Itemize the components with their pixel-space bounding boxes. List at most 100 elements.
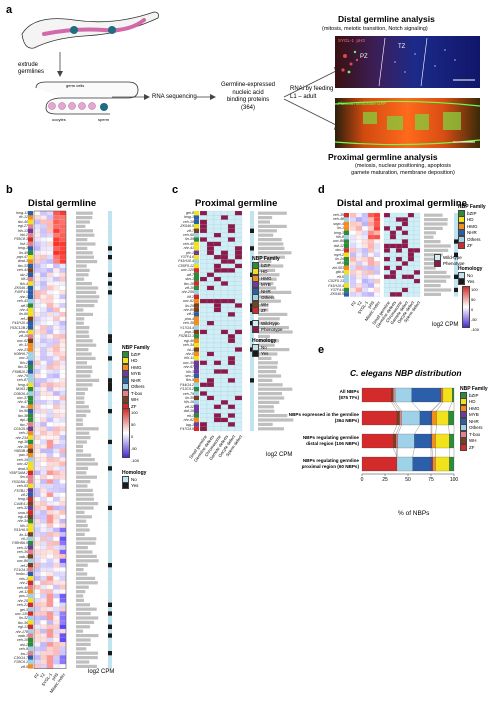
heatmap-cell (46, 514, 54, 520)
heatmap-cell (53, 615, 60, 621)
expression-bar (76, 290, 97, 294)
phenotype-cell (199, 263, 208, 269)
heatmap-cell (33, 395, 41, 401)
phenotype-cell (213, 268, 222, 273)
phenotype-cell (199, 237, 208, 242)
heatmap-cell (33, 624, 41, 630)
heatmap-cell (53, 584, 60, 590)
heatmap-cell (361, 261, 369, 266)
panel-b-heatmap (28, 210, 112, 669)
heatmap-cell (361, 230, 369, 236)
panel-d-xaxis-label: log2 CPM (432, 322, 459, 328)
heatmap-cell (59, 593, 67, 599)
homology-cell (108, 215, 112, 220)
expression-bar (258, 427, 285, 431)
heatmap-cell (53, 567, 60, 572)
homology-cell (250, 356, 254, 361)
heatmap-cell (33, 210, 41, 216)
distal-microscopy-image (335, 36, 480, 88)
heatmap-cell (59, 307, 67, 313)
heatmap-cell (53, 549, 60, 555)
gene-label: nhr-1 (19, 294, 28, 299)
heatmap-cell (40, 338, 47, 344)
phenotype-cell (206, 400, 215, 405)
heatmap-cell (361, 274, 369, 280)
legend-label: bZIP (261, 262, 271, 268)
gene-label: ceh-43 (17, 299, 28, 304)
expression-bar (258, 378, 273, 382)
homology-cell (108, 431, 112, 436)
phenotype-cell (199, 285, 208, 291)
heatmap-cell (53, 536, 60, 542)
heatmap-cell (349, 239, 357, 244)
heatmap-cell (361, 212, 369, 218)
family-cell (28, 246, 33, 251)
phenotype-cell (227, 312, 236, 317)
gene-label: myrf-2 (333, 252, 344, 257)
expression-bar (424, 222, 448, 226)
expression-bar (76, 308, 84, 312)
heatmap-cell (33, 620, 41, 625)
expression-bar (76, 471, 87, 475)
phenotype-cell (234, 386, 243, 392)
bar-segment (361, 456, 398, 472)
gene-label: tra-1 (20, 651, 28, 656)
gene-label: ztf-10 (185, 285, 194, 290)
heatmap-cell (40, 633, 47, 638)
homology-cell (108, 321, 112, 326)
phenotype-cell (227, 386, 236, 392)
family-cell (194, 373, 199, 379)
homology-cell (250, 369, 254, 374)
phenotype-cell (227, 281, 236, 286)
heatmap-cell (40, 303, 47, 308)
panel-c-letter: c (172, 184, 179, 196)
heatmap-cell (59, 224, 67, 229)
heatmap-cell (46, 250, 54, 256)
heatmap-cell (367, 283, 375, 288)
phenotype-cell (234, 219, 243, 225)
phenotype-cell (407, 256, 415, 262)
phenotype-cell (206, 382, 215, 388)
legend-label: Others (261, 295, 275, 301)
bar-segment (431, 410, 437, 426)
heatmap-cell (367, 243, 375, 249)
gene-label: rfc-12 (18, 215, 28, 220)
phenotype-cell (206, 338, 215, 344)
family-cell (28, 426, 33, 431)
phenotype-cell (220, 382, 229, 388)
expression-bar (76, 233, 95, 237)
legend-label: HMG (467, 223, 478, 229)
phenotype-cell (206, 250, 215, 256)
heatmap-cell (46, 496, 54, 502)
heatmap-cell (361, 243, 369, 249)
homology-cell (108, 633, 112, 638)
heatmap-cell (59, 479, 67, 484)
phenotype-cell (220, 285, 229, 291)
expression-bar (76, 392, 85, 396)
phenotype-cell (199, 413, 208, 418)
heatmap-cell (53, 426, 60, 432)
phenotype-cell (220, 426, 229, 432)
expression-bar (258, 334, 270, 338)
gene-label: F44G4.2 (180, 382, 194, 387)
heatmap-cell (59, 325, 67, 330)
heatmap-cell (361, 234, 369, 240)
heatmap-cell (46, 567, 54, 572)
heatmap-cell (46, 474, 54, 480)
heatmap-cell (46, 589, 54, 594)
scale-tick: -100 (131, 458, 140, 463)
homology-cell (108, 413, 112, 418)
heatmap-cell (40, 461, 47, 467)
heatmap-cell (40, 246, 47, 251)
family-cell (28, 444, 33, 449)
phenotype-cell (206, 408, 215, 414)
heatmap-cell (40, 290, 47, 295)
heatmap-cell (46, 395, 54, 401)
heatmap-cell (367, 230, 375, 236)
heatmap-cell (367, 248, 375, 253)
homology-cell (108, 255, 112, 260)
expression-bar (258, 268, 276, 272)
family-cell (28, 431, 33, 436)
connector-line (395, 447, 398, 458)
heatmap-cell (349, 217, 357, 222)
